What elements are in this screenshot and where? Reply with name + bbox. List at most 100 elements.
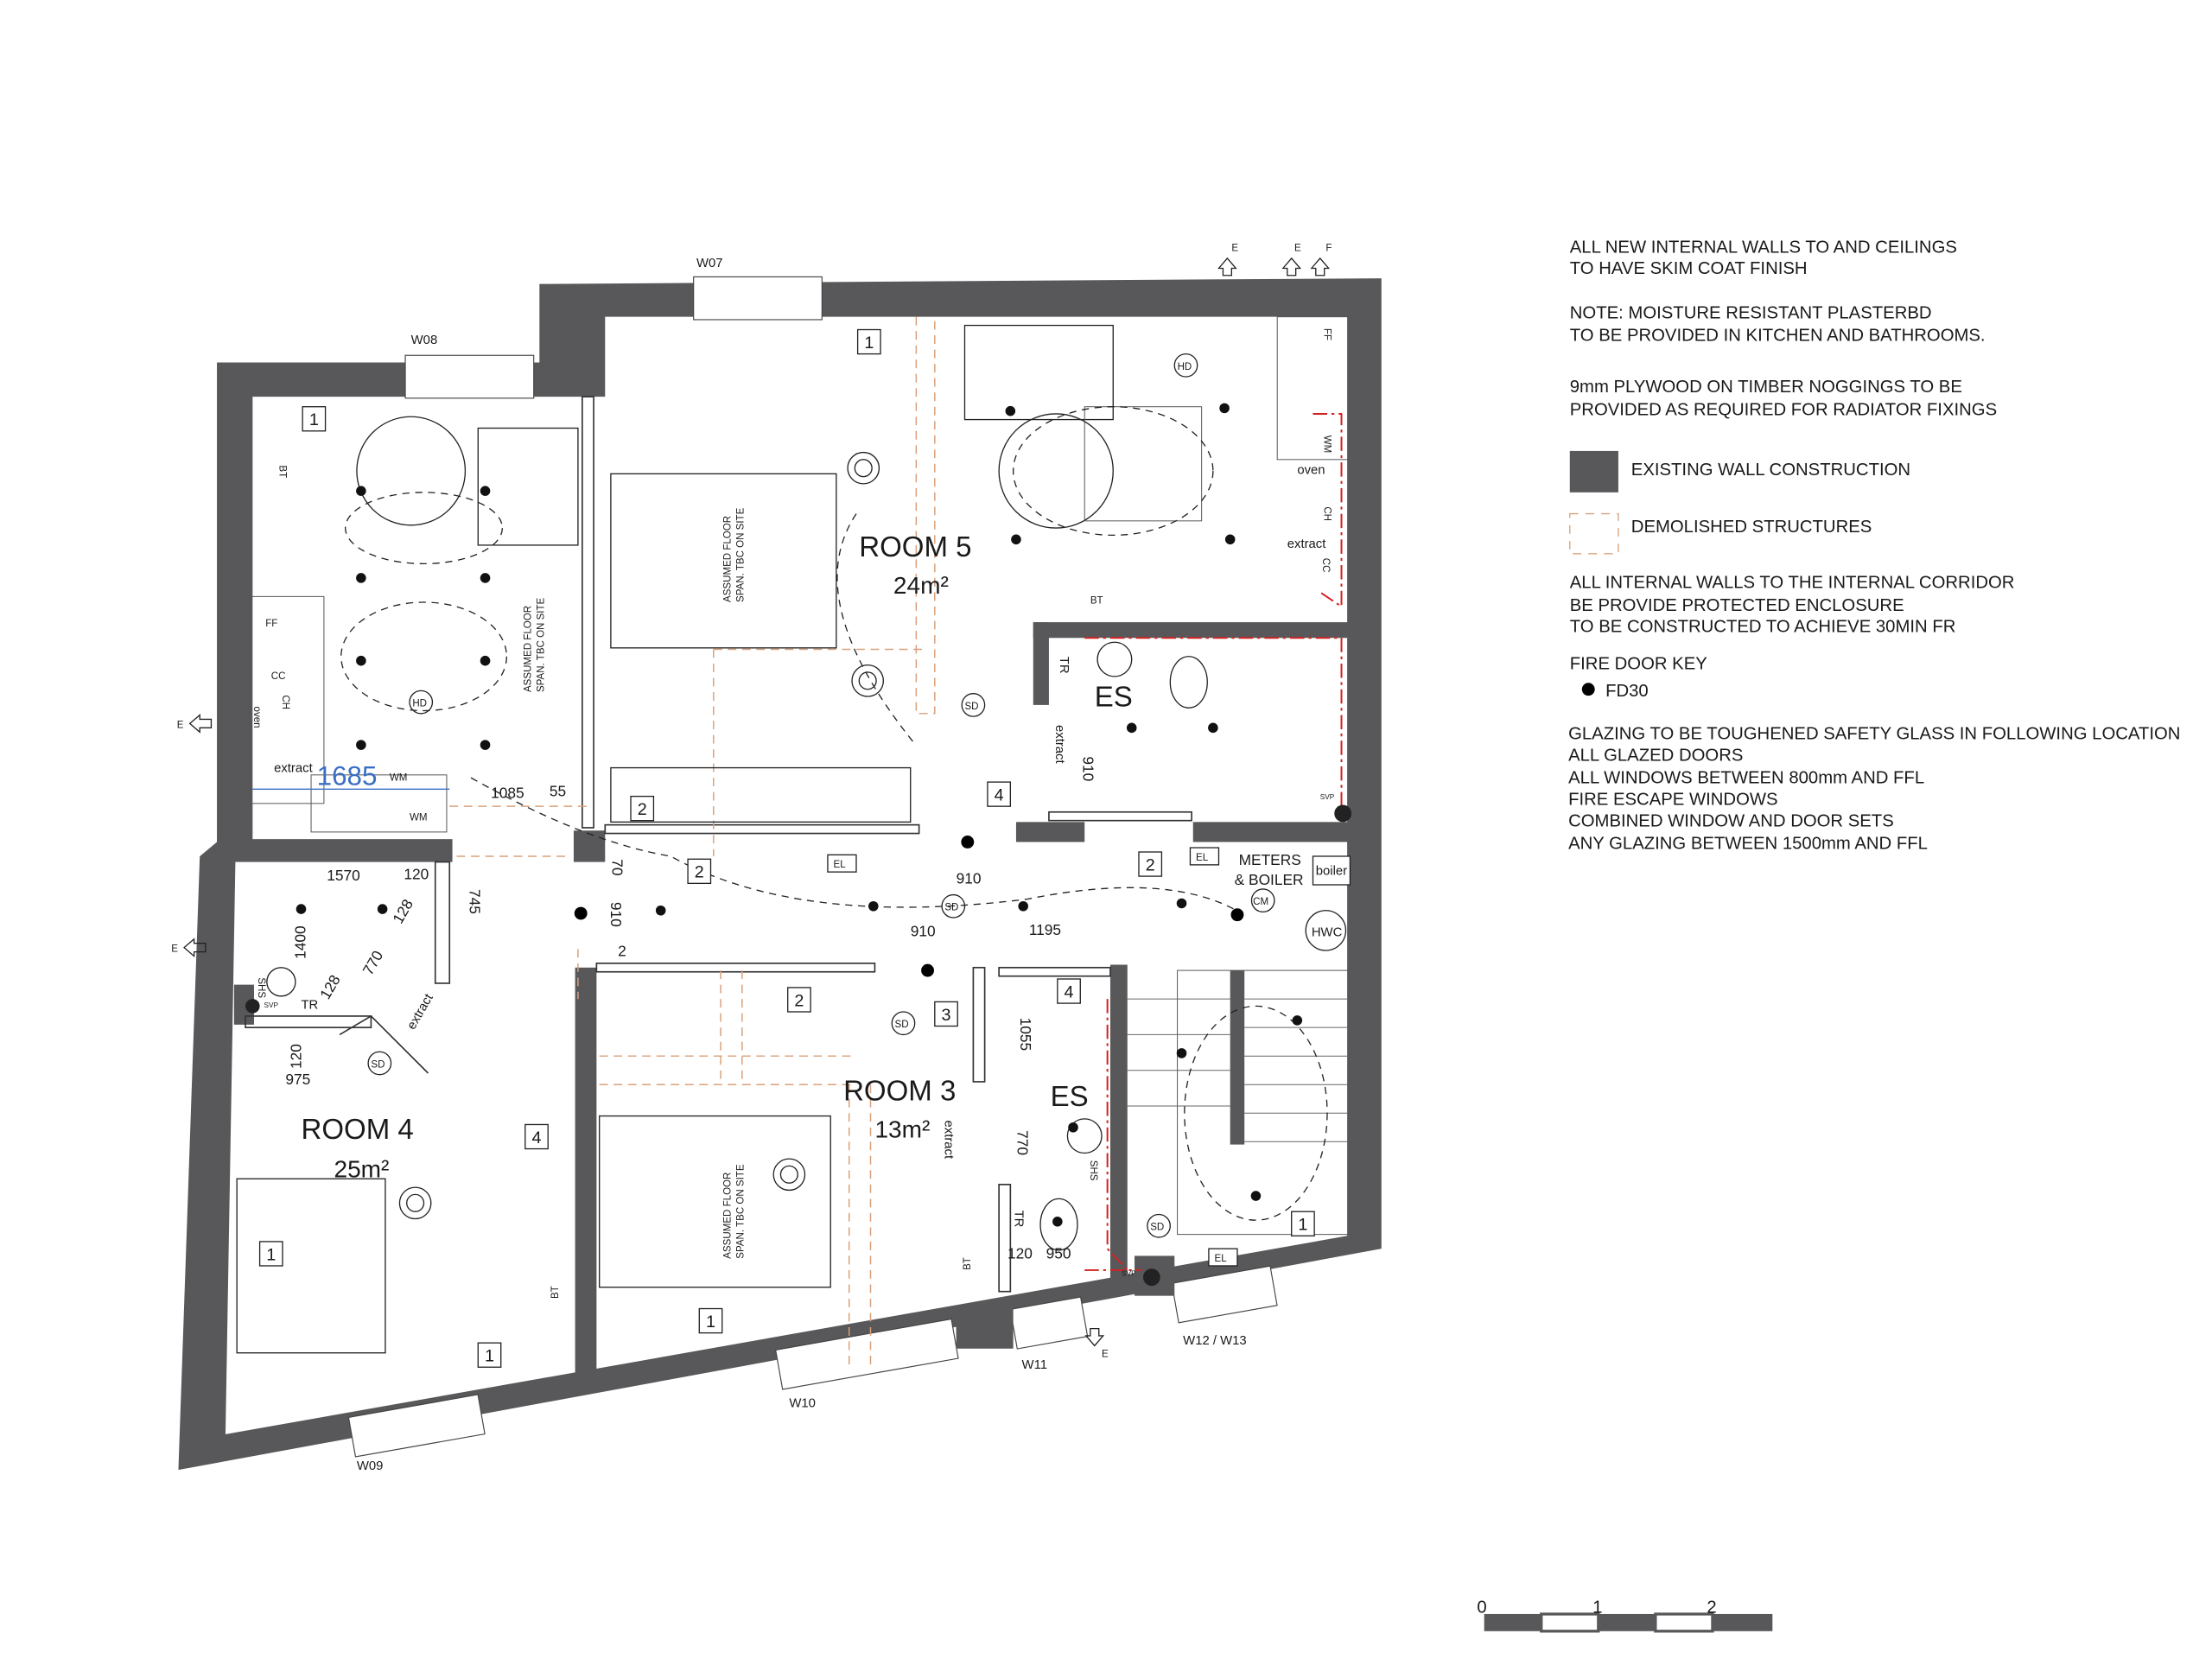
dim-975: 975	[285, 1071, 310, 1088]
exit-label: E	[171, 944, 178, 955]
floor-note: ASSUMED FLOOR	[723, 516, 734, 602]
emergency-light-label: EL	[1196, 853, 1209, 863]
cc-label: CC	[1320, 558, 1331, 573]
window-w07	[693, 276, 823, 321]
basin	[1096, 641, 1133, 677]
ensuite-upper-label: ES	[1095, 681, 1133, 713]
extract-label: extract	[405, 991, 437, 1032]
exit-label: E	[177, 720, 184, 730]
window-w08	[404, 354, 535, 399]
floor-span-notes: ASSUMED FLOOR SPAN. TBC ON SITE ASSUMED …	[523, 507, 746, 1258]
exit-label: E	[1294, 244, 1301, 254]
bed	[236, 1178, 386, 1354]
dim-745: 745	[466, 889, 483, 914]
wm-label: WM	[390, 772, 408, 783]
floor-note: SPAN. TBC ON SITE	[536, 597, 546, 692]
demolished-structures	[449, 316, 936, 1370]
fire-door-markers	[574, 836, 1244, 977]
note-line: FIRE ESCAPE WINDOWS	[1568, 791, 1777, 810]
round-table	[998, 413, 1114, 529]
bed	[610, 473, 837, 649]
toilet	[1039, 1198, 1078, 1251]
note-line: ALL INTERNAL WALLS TO THE INTERNAL CORRI…	[1570, 573, 2015, 592]
window-label-w10: W10	[789, 1396, 816, 1410]
note-line: NOTE: MOISTURE RESISTANT PLASTERBD	[1570, 303, 1932, 322]
scale-label-2: 2	[1707, 1598, 1716, 1617]
boiler-label: boiler	[1316, 864, 1347, 878]
tag: 4	[1065, 982, 1074, 1001]
extract-label: extract	[941, 1121, 955, 1160]
round-table	[356, 416, 467, 526]
window-labels: W07 W08 W09 W10 W11 W12 / W13	[357, 257, 1247, 1473]
window-label-w08: W08	[411, 334, 438, 347]
tag: 2	[695, 863, 704, 882]
bt-label: BT	[1090, 596, 1103, 607]
svp-label: SVP	[1320, 793, 1335, 801]
dim-1085: 1085	[491, 784, 524, 801]
dim-910: 910	[1080, 756, 1097, 781]
internal-walls	[217, 622, 1349, 1375]
rug	[1084, 406, 1203, 522]
dim-910: 910	[957, 869, 982, 887]
oven-label: oven	[1297, 463, 1325, 477]
dim-120: 120	[287, 1044, 304, 1069]
kitchen-units	[249, 595, 325, 804]
floor-note: ASSUMED FLOOR	[523, 606, 533, 692]
meters-label: METERS	[1239, 851, 1301, 868]
general-notes: ALL NEW INTERNAL WALLS TO AND CEILINGS T…	[1568, 238, 2180, 853]
tag: 2	[1146, 855, 1155, 874]
basin	[266, 967, 296, 997]
sink	[310, 774, 448, 833]
exit-arrow-icon	[1217, 257, 1237, 276]
bt-label: BT	[277, 465, 288, 478]
exit-arrow-icon	[1084, 1327, 1105, 1347]
room-5-name: ROOM 5	[859, 531, 971, 563]
note-line: ALL WINDOWS BETWEEN 800mm AND FFL	[1568, 769, 1924, 788]
tag: 4	[531, 1128, 541, 1147]
tag: 3	[942, 1006, 951, 1025]
legend-demolished-label: DEMOLISHED STRUCTURES	[1631, 518, 1872, 537]
hwc-label: HWC	[1312, 925, 1343, 939]
dim-128: 128	[389, 896, 416, 926]
dim-120: 120	[1007, 1245, 1033, 1262]
legend-existing-wall-swatch	[1569, 450, 1618, 493]
note-line: ALL NEW INTERNAL WALLS TO AND CEILINGS	[1570, 238, 1957, 257]
ceiling-lights	[296, 403, 1303, 1227]
window-label-w12-w13: W12 / W13	[1183, 1334, 1247, 1348]
note-line: ANY GLAZING BETWEEN 1500mm AND FFL	[1568, 835, 1928, 854]
smoke-detector-label: SD	[964, 702, 978, 712]
legend-fd30-label: FD30	[1605, 682, 1649, 701]
note-line: TO HAVE SKIM COAT FINISH	[1570, 259, 1808, 278]
oven-label: oven	[251, 707, 262, 728]
legend-demolished-swatch	[1569, 512, 1619, 555]
fire-separation-lines	[1084, 412, 1343, 1271]
staircase	[1177, 969, 1350, 1236]
note-line: PROVIDED AS REQUIRED FOR RADIATOR FIXING…	[1570, 401, 1997, 420]
dim-1685: 1685	[317, 760, 378, 791]
dim-910: 910	[911, 922, 936, 939]
dim-70: 70	[609, 859, 626, 875]
extract-label: extract	[274, 762, 313, 776]
legend-existing-wall-label: EXISTING WALL CONSTRUCTION	[1631, 461, 1910, 480]
tag: 2	[794, 991, 804, 1010]
scale-label-1: 1	[1592, 1598, 1602, 1617]
exit-arrow-icon	[188, 714, 213, 734]
tag: 1	[864, 334, 874, 353]
ff-label: FF	[1322, 328, 1332, 340]
bt-label: BT	[963, 1257, 973, 1270]
svp-label: SVP	[1122, 1270, 1136, 1278]
exit-arrow-icon	[1281, 257, 1302, 276]
svp-label: SVP	[264, 1001, 279, 1009]
shower-label: SHS	[1088, 1160, 1098, 1181]
lighting-circuits	[340, 406, 1328, 1221]
staircase-treads	[1127, 998, 1348, 1142]
room-4-area: 25m²	[334, 1156, 389, 1183]
bed	[599, 1115, 831, 1288]
dim-1400: 1400	[291, 925, 308, 959]
window-label-w09: W09	[357, 1459, 384, 1473]
electrical-symbols: EL EL EL SD SD SD SD SD HD HD SVP SVP SV…	[245, 328, 1352, 1299]
toilet	[1169, 656, 1208, 709]
tag: 1	[706, 1313, 715, 1332]
note-line: BE PROVIDE PROTECTED ENCLOSURE	[1570, 596, 1904, 615]
